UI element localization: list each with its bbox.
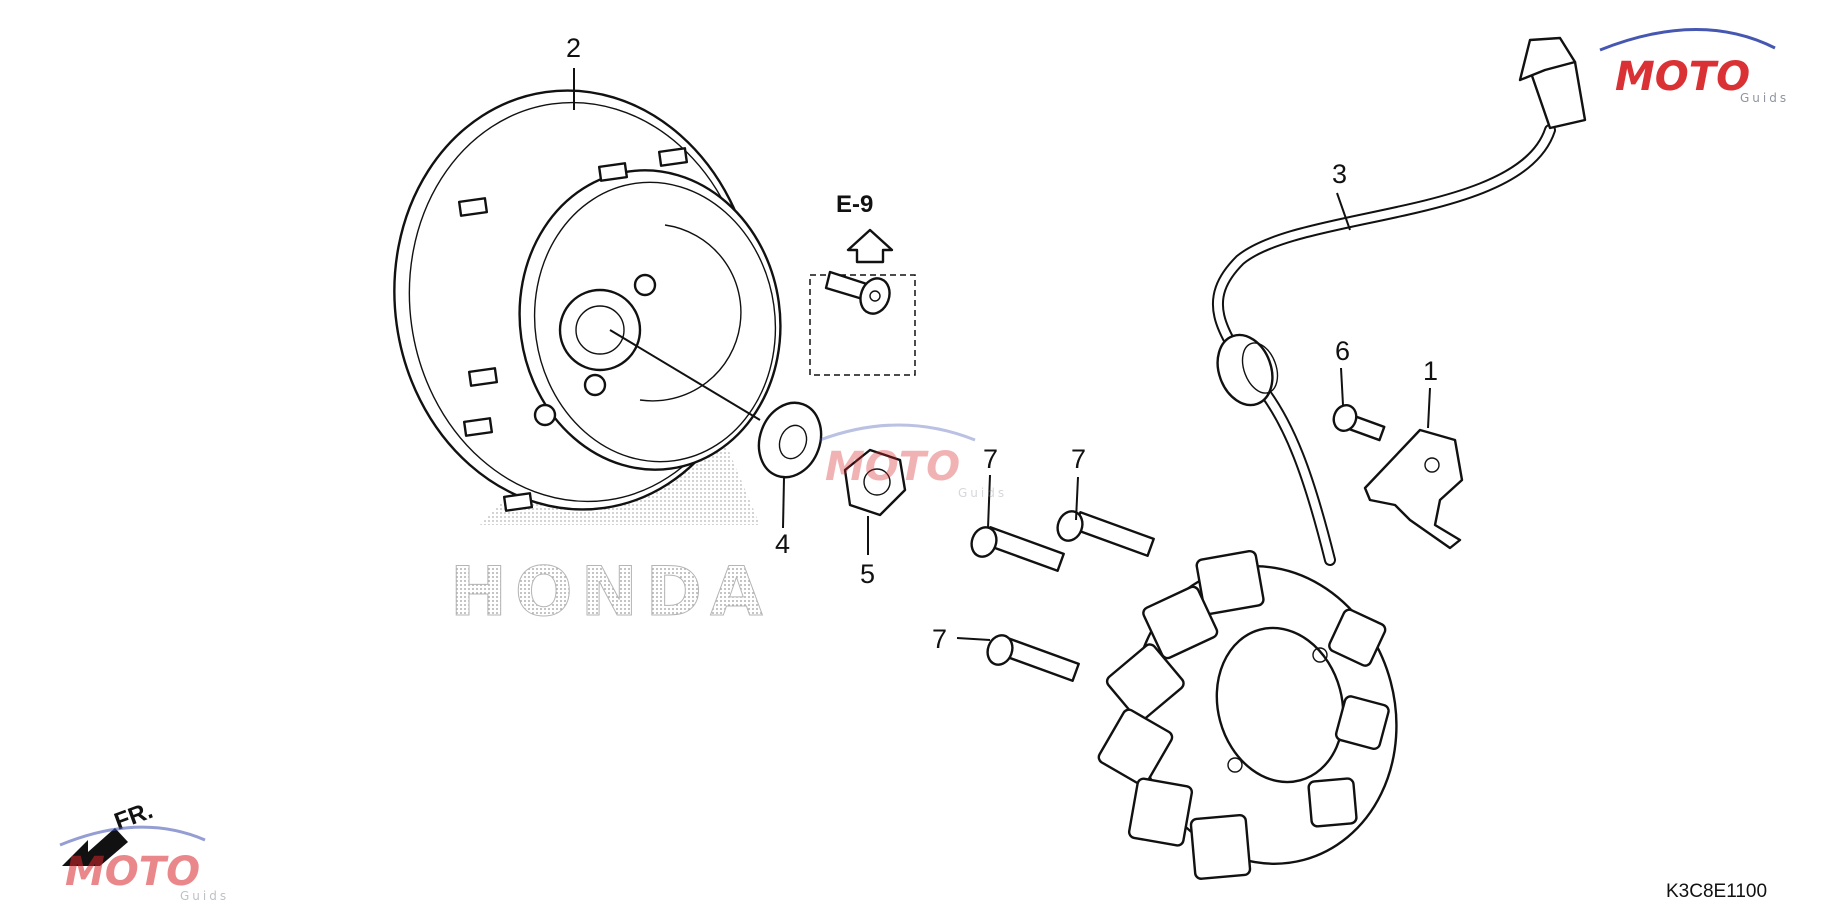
watermark-brand: MOTO — [825, 444, 960, 490]
long-bolt-1 — [970, 526, 1065, 572]
watermark-tagline: Guids — [1740, 91, 1789, 105]
bracket — [1363, 428, 1464, 550]
part-label-4: 4 — [775, 529, 790, 559]
washer — [757, 401, 823, 479]
diagram-code: K3C8E1100 — [1666, 881, 1767, 902]
part-label-7a: 7 — [1071, 444, 1086, 474]
watermark-tagline: Guids — [180, 889, 229, 903]
part-label-6: 6 — [1335, 336, 1350, 366]
small-bolt — [1332, 404, 1386, 442]
reference-arrow-label: E-9 — [836, 191, 873, 218]
wire-harness — [1211, 36, 1587, 566]
long-bolt-3 — [986, 634, 1080, 682]
watermark-tagline: Guids — [958, 486, 1007, 500]
watermark-brand: MOTO — [1615, 54, 1750, 100]
watermark-top-right: MOTO Guids — [1599, 28, 1789, 105]
nut — [843, 448, 907, 517]
part-label-7b: 7 — [983, 444, 998, 474]
front-arrow-icon — [62, 828, 128, 866]
part-label-7c: 7 — [932, 624, 947, 654]
flywheel-rotor — [393, 89, 782, 512]
part-label-5: 5 — [860, 559, 875, 589]
reference-box — [809, 228, 916, 376]
leader-lines — [573, 68, 1431, 641]
long-bolt-2 — [1056, 510, 1155, 557]
watermark-brand: MOTO — [65, 849, 200, 895]
watermark-center: MOTO Guids — [819, 423, 1007, 500]
honda-logo-text: HONDA — [450, 553, 771, 632]
part-label-2: 2 — [566, 33, 581, 63]
watermark-bottom-left: MOTO Guids — [59, 825, 229, 903]
part-label-1: 1 — [1423, 356, 1438, 386]
part-label-3: 3 — [1332, 159, 1347, 189]
stator — [1097, 549, 1398, 880]
